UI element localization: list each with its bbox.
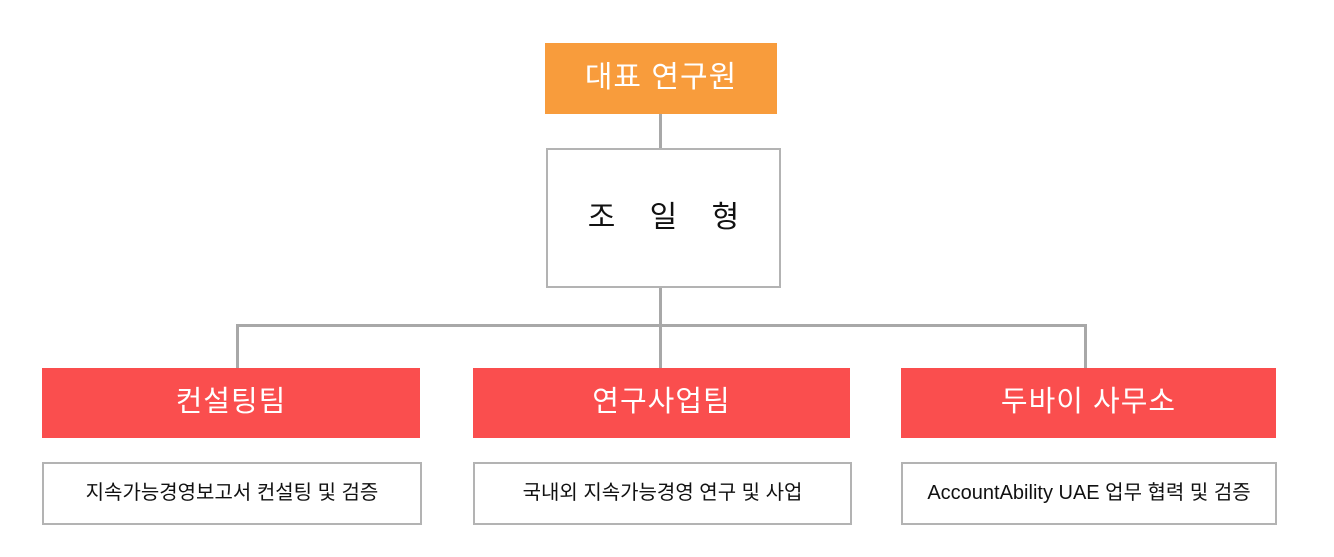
node-description-dubai-office: AccountAbility UAE 업무 협력 및 검증	[901, 462, 1277, 525]
connector-drop-team-3	[1084, 324, 1087, 369]
node-team-dubai-office[interactable]: 두바이 사무소	[901, 368, 1276, 438]
connector-drop-team-2	[659, 324, 662, 369]
connector-person-to-bus	[659, 287, 662, 326]
node-team-consulting[interactable]: 컨설팅팀	[42, 368, 420, 438]
node-description-research-business: 국내외 지속가능경영 연구 및 사업	[473, 462, 852, 525]
connector-root-to-person	[659, 113, 662, 149]
node-root-representative-researcher[interactable]: 대표 연구원	[545, 43, 777, 114]
connector-drop-team-1	[236, 324, 239, 369]
node-team-research-business[interactable]: 연구사업팀	[473, 368, 850, 438]
node-description-consulting: 지속가능경영보고서 컨설팅 및 검증	[42, 462, 422, 525]
node-person-name[interactable]: 조 일 형	[546, 148, 781, 288]
